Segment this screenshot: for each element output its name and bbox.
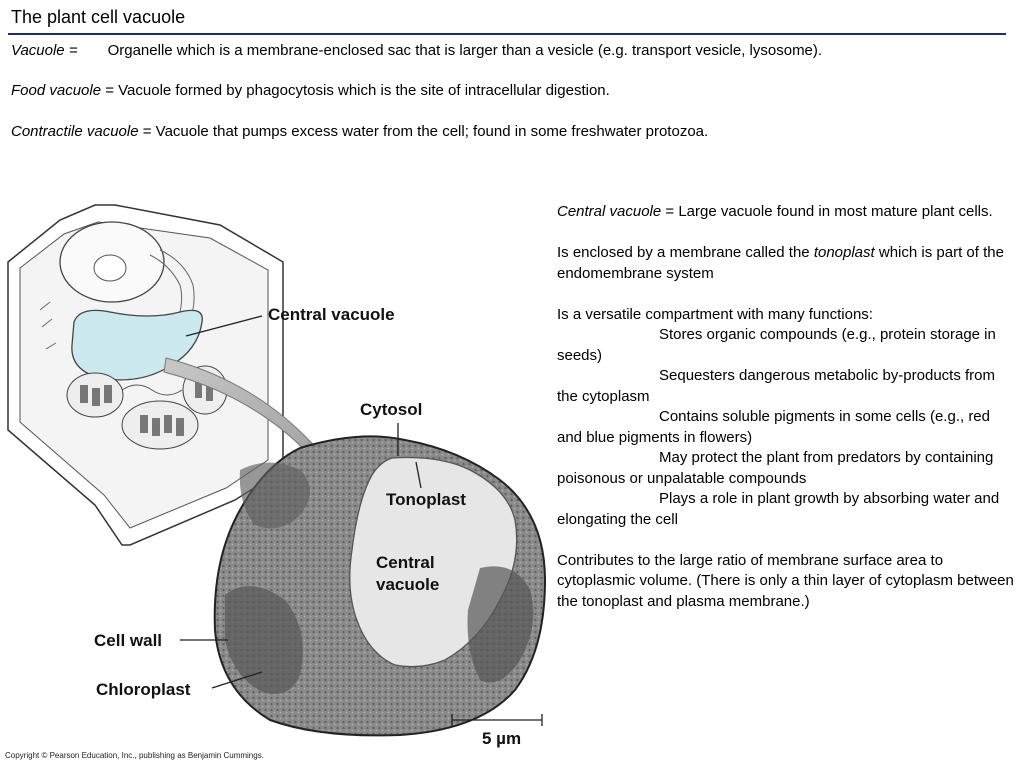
function-item: Contains soluble pigments in some cells … [557, 408, 990, 446]
function-item: Sequesters dangerous metabolic by-produc… [557, 367, 996, 405]
label-tonoplast: Tonoplast [386, 490, 466, 509]
central-vacuole-def-text: = Large vacuole found in most mature pla… [661, 203, 993, 220]
definition-food-vacuole: Food vacuole = Vacuole formed by phagocy… [11, 82, 610, 99]
tonoplast-post: which is part of the endomembrane system [557, 244, 1004, 282]
function-item: Plays a role in plant growth by absorbin… [557, 490, 1000, 528]
definition-vacuole-text: Organelle which is a membrane-enclosed s… [107, 42, 823, 59]
term-central-vacuole: Central vacuole [557, 203, 662, 220]
central-vacuole-definition: Central vacuole = Large vacuole found in… [557, 202, 1017, 223]
label-chloroplast: Chloroplast [96, 680, 191, 699]
function-item: Stores organic compounds (e.g., protein … [557, 326, 996, 364]
definition-vacuole: Vacuole = Organelle which is a membrane-e… [11, 42, 822, 59]
label-central-vacuole: Central vacuole [268, 305, 395, 324]
term-tonoplast: tonoplast [813, 244, 875, 261]
function-item: May protect the plant from predators by … [557, 449, 994, 487]
tonoplast-pre: Is enclosed by a membrane called the [557, 244, 814, 261]
tonoplast-note: Is enclosed by a membrane called the ton… [557, 243, 1017, 284]
membrane-ratio-note: Contributes to the large ratio of membra… [557, 551, 1014, 610]
leader-lines [180, 315, 543, 726]
label-cell-wall: Cell wall [94, 631, 162, 650]
label-cytosol: Cytosol [360, 400, 422, 419]
label-scale-bar: 5 µm [482, 729, 521, 748]
definition-food-vacuole-text: = Vacuole formed by phagocytosis which i… [101, 82, 610, 99]
label-central-vacuole-inner-1: Central [376, 553, 435, 572]
term-contractile-vacuole: Contractile vacuole [11, 123, 139, 140]
term-vacuole: Vacuole = [11, 42, 78, 59]
central-vacuole-notes: Central vacuole = Large vacuole found in… [557, 202, 1017, 633]
term-food-vacuole: Food vacuole [11, 82, 102, 99]
micrograph [213, 435, 547, 737]
copyright: Copyright © Pearson Education, Inc., pub… [5, 751, 264, 760]
plant-cell-drawing [7, 204, 284, 546]
slide-title: The plant cell vacuole [11, 7, 186, 27]
title-divider [8, 33, 1006, 35]
label-central-vacuole-inner-2: vacuole [376, 575, 439, 594]
vacuole-figure: Central vacuole Cytosol Tonoplast Centra… [7, 204, 547, 748]
definition-contractile-vacuole: Contractile vacuole = Vacuole that pumps… [11, 123, 708, 140]
functions-intro: Is a versatile compartment with many fun… [557, 305, 873, 323]
definition-contractile-vacuole-text: = Vacuole that pumps excess water from t… [138, 123, 709, 140]
